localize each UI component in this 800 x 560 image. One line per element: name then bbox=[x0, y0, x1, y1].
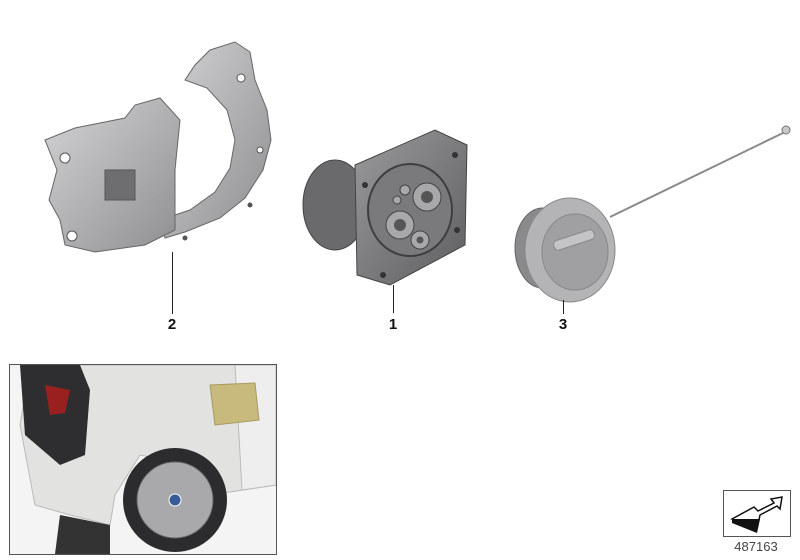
reference-icon-box bbox=[723, 490, 791, 537]
leader-line-3 bbox=[563, 300, 564, 314]
charging-socket-illustration bbox=[302, 129, 468, 286]
reference-number: 487163 bbox=[734, 539, 778, 554]
callout-2[interactable]: 2 bbox=[167, 316, 177, 333]
callout-1[interactable]: 1 bbox=[388, 316, 398, 333]
socket-cap-illustration bbox=[514, 125, 791, 303]
reference-arrow-icon bbox=[730, 496, 783, 533]
vehicle-inset-view bbox=[9, 364, 277, 555]
leader-line-2 bbox=[172, 252, 173, 314]
leader-line-1 bbox=[393, 285, 394, 313]
callout-3[interactable]: 3 bbox=[558, 316, 568, 333]
bracket-part-illustration bbox=[44, 41, 272, 253]
vehicle-rear-illustration bbox=[10, 365, 276, 554]
